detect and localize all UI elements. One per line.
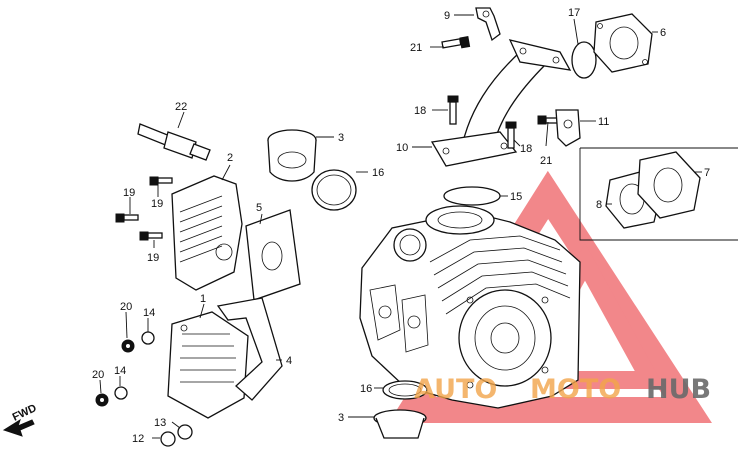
fwd-label: FWD — [11, 402, 39, 423]
callout-10: 10 — [396, 142, 408, 154]
callout-11: 11 — [598, 116, 609, 128]
clip-9 — [475, 7, 501, 42]
callout-1: 1 — [200, 293, 206, 305]
callout-16-upper: 16 — [372, 167, 384, 179]
tappet-cover-1 — [167, 311, 249, 419]
nut-20-upper — [121, 339, 135, 353]
head-side-cover-2 — [171, 175, 243, 291]
callout-4: 4 — [286, 355, 292, 367]
callout-15: 15 — [510, 191, 522, 203]
insulator-6 — [593, 13, 653, 73]
watermark-word-moto: MOTO — [530, 374, 621, 405]
spark-plug — [137, 123, 211, 161]
callout-8: 8 — [596, 199, 602, 211]
watermark-word-auto: AUTO — [414, 374, 497, 405]
callout-12: 12 — [132, 433, 144, 445]
leader-lines — [99, 14, 702, 439]
o-ring-16-lower — [382, 380, 428, 400]
oil-cap-3-upper — [267, 129, 317, 182]
bolt-21-upper — [441, 36, 471, 49]
bolt-18-right — [505, 121, 517, 149]
bolt-19-a — [149, 176, 173, 186]
watermark-text: AUTO MOTO HUB — [414, 374, 711, 405]
callout-3-lower: 3 — [338, 412, 344, 424]
bolt-18-left — [447, 95, 459, 125]
callout-6: 6 — [660, 27, 666, 39]
watermark-word-hub: HUB — [646, 374, 711, 405]
forward-arrow-icon — [2, 418, 35, 437]
gasket-17 — [571, 41, 597, 79]
callout-18-left: 18 — [414, 105, 426, 117]
callout-2: 2 — [227, 152, 233, 164]
callout-7: 7 — [704, 167, 710, 179]
callout-22: 22 — [175, 101, 187, 113]
clamp-11 — [555, 109, 581, 147]
callout-labels: 9 21 17 6 18 18 11 10 15 21 7 8 22 3 16 … — [92, 7, 710, 445]
callout-18-right: 18 — [520, 143, 532, 155]
callout-3-upper: 3 — [338, 132, 344, 144]
callout-19-c: 19 — [147, 252, 159, 264]
callout-16-lower: 16 — [360, 383, 372, 395]
gasket-4 — [216, 297, 283, 401]
callout-20-lower: 20 — [92, 369, 104, 381]
bolt-19-b — [115, 213, 139, 223]
callout-13: 13 — [154, 417, 166, 429]
oil-cap-3-lower — [373, 409, 427, 439]
bolt-19-c — [139, 231, 163, 241]
callout-14-upper: 14 — [143, 307, 155, 319]
callout-21-lower: 21 — [540, 155, 552, 167]
washer-14-upper — [141, 331, 155, 345]
o-ring-16-upper — [311, 169, 357, 211]
callout-20-upper: 20 — [120, 301, 132, 313]
nut-12 — [160, 431, 176, 447]
callout-21-upper: 21 — [410, 42, 422, 54]
intake-pipe — [430, 39, 572, 167]
nut-20-lower — [95, 393, 109, 407]
callout-9: 9 — [444, 10, 450, 22]
inset-gasket-box — [579, 147, 738, 241]
o-ring-15 — [443, 186, 501, 206]
washer-14-lower — [114, 386, 128, 400]
callout-14-lower: 14 — [114, 365, 126, 377]
washer-13 — [177, 424, 193, 440]
callout-5: 5 — [256, 202, 262, 214]
cylinder-head-assembly — [359, 205, 581, 409]
callout-19-a: 19 — [123, 187, 135, 199]
callout-19-b: 19 — [151, 198, 163, 210]
gasket-5 — [245, 209, 301, 301]
callout-17: 17 — [568, 7, 580, 19]
